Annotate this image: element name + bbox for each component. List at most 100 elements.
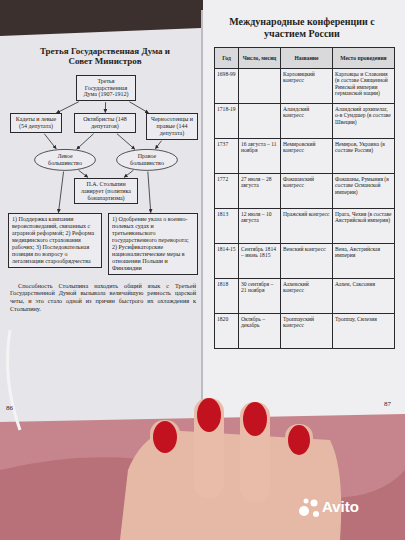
table-cell: 1818 — [215, 279, 239, 314]
cell-text: Аахенский конгресс — [283, 281, 309, 293]
table-cell: 12 июля – 10 августа — [239, 209, 281, 244]
node-text: 1) Одобрение указа о военно-полевых суда… — [112, 216, 194, 271]
cell-text: 1737 — [217, 141, 228, 147]
table-cell: Место проведения — [333, 48, 395, 69]
table-heading: Международные конференции с участием Рос… — [222, 16, 382, 39]
cell-text: Сентябрь 1814 – июнь 1815 — [241, 246, 276, 258]
party-box: Кадеты и левые (54 депутата) — [10, 113, 62, 133]
table-cell: Немиров, Украина (в составе России) — [333, 139, 395, 174]
party-box: Черносотенцы и правые (144 депутата) — [146, 113, 198, 140]
table-row: 1737 16 августа – 11 ноября Немировский ко… — [215, 139, 395, 174]
table-cell: Венский конгресс — [281, 244, 333, 279]
table-cell: Карловицкий конгресс — [281, 69, 333, 104]
table-cell: Сентябрь 1814 – июнь 1815 — [239, 244, 281, 279]
table-cell: Вена, Австрийская империя — [333, 244, 395, 279]
table-cell: Аландский конгресс — [281, 104, 333, 139]
logo-dot — [311, 500, 318, 507]
table-cell: Год — [215, 48, 239, 69]
cell-text: 1772 — [217, 176, 228, 182]
table-cell — [239, 69, 281, 104]
cell-text: 1698-99 — [217, 71, 236, 77]
cell-text: Октябрь – декабрь — [241, 316, 265, 328]
table-cell: Аландский архипелаг, о-в Сундшер (в сост… — [333, 104, 395, 139]
table-cell: Октябрь – декабрь — [239, 314, 281, 349]
cell-text: 1820 — [217, 316, 228, 322]
page-number-text: 87 — [384, 400, 391, 408]
node-text: Октябристы (148 депутатов) — [78, 116, 132, 130]
table-cell: Аахен, Саксония — [333, 279, 395, 314]
logo-dot — [299, 506, 309, 516]
node-text: Черносотенцы и правые (144 депутата) — [150, 116, 194, 137]
cell-text: Карловцы и Славония (в составе Священной… — [335, 71, 388, 96]
table-cell: Троппауский конгресс — [281, 314, 333, 349]
arrow-connector — [124, 170, 133, 177]
node-text: П.А. Столыпин лавирует (политика бонапар… — [78, 181, 134, 202]
table-grid: Год Число, месяц Название Место проведения 1… — [214, 47, 395, 349]
cell-text: Аахен, Саксония — [335, 281, 375, 287]
arrow-connector — [44, 134, 56, 149]
finger — [285, 424, 313, 514]
table-cell: Аахенский конгресс — [281, 279, 333, 314]
table-cell: Немировский конгресс — [281, 139, 333, 174]
table-cell: 1772 — [215, 174, 239, 209]
table-cell: Карловцы и Славония (в составе Священной… — [333, 69, 395, 104]
duma-box: Третья Государственная Дума (1907-1912) — [76, 75, 136, 102]
cell-text: Немировский конгресс — [283, 141, 315, 153]
page-number: 87 — [384, 400, 391, 408]
cell-text: 16 августа – 11 ноября — [241, 141, 277, 153]
cell-text: 1818 — [217, 281, 228, 287]
column-header: Число, месяц — [243, 55, 277, 61]
arrow-connector — [117, 134, 135, 150]
finger — [194, 398, 224, 498]
cell-text: Троппау, Силезия — [335, 316, 377, 322]
finger — [150, 420, 180, 510]
table-cell: 1698-99 — [215, 69, 239, 104]
column-header: Название — [294, 55, 318, 61]
node-text: Левое большинство — [41, 153, 89, 167]
arrow-connector — [129, 102, 148, 113]
conference-table: Год Число, месяц Название Место проведения 1… — [214, 47, 395, 349]
stolypin-box: П.А. Столыпин лавирует (политика бонапар… — [74, 178, 138, 205]
table-cell: 1813 — [215, 209, 239, 244]
cell-text: 1814-15 — [217, 246, 236, 252]
arrow-connector — [155, 141, 161, 149]
cell-text: Троппауский конгресс — [283, 316, 314, 328]
table-cell: 27 июля – 28 августа — [239, 174, 281, 209]
nail — [153, 421, 177, 453]
table-cell: 30 сентября – 21 ноября — [239, 279, 281, 314]
table-cell: 1820 — [215, 314, 239, 349]
cell-text: Фокшанский конгресс — [283, 176, 314, 188]
paragraph-text: Способность Столыпина находить общий язы… — [10, 282, 196, 312]
avito-logo — [299, 499, 319, 518]
body-paragraph: Способность Столыпина находить общий язы… — [10, 282, 196, 313]
hand — [120, 398, 341, 540]
majority-ellipse: Левое большинство — [34, 149, 96, 171]
cell-text: 12 июля – 10 августа — [241, 211, 272, 223]
left-page — [0, 28, 201, 422]
table-row: 1814-15 Сентябрь 1814 – июнь 1815 Венский … — [215, 244, 395, 279]
cell-text: 27 июля – 28 августа — [241, 176, 272, 188]
table-cell: 16 августа – 11 ноября — [239, 139, 281, 174]
table-cell: Фокшаны, Румыния (в составе Османской им… — [333, 174, 395, 209]
page-number-text: 86 — [6, 404, 13, 412]
nail — [243, 402, 267, 436]
table-cell: Число, месяц — [239, 48, 281, 69]
page-number: 86 — [6, 404, 13, 412]
node-text: 1) Поддержка кампании вероисповеданий, с… — [12, 216, 98, 264]
node-text: Третья Государственная Дума (1907-1912) — [80, 78, 132, 99]
table-cell: Прага, Чехия (в составе Австрийской импе… — [333, 209, 395, 244]
book-gutter — [201, 10, 203, 418]
table-cell — [239, 104, 281, 139]
cable — [8, 330, 20, 430]
watermark-text: Avito — [322, 498, 359, 515]
arrow-connector — [105, 102, 106, 112]
nail — [288, 425, 310, 455]
table-cell: Фокшанский конгресс — [281, 174, 333, 209]
page-heading: Третья Государственная Дума и Совет Мини… — [35, 46, 175, 67]
party-box: Октябристы (148 депутатов) — [74, 113, 136, 133]
arrow-connector — [148, 172, 151, 213]
policy-box: 1) Одобрение указа о военно-полевых суда… — [108, 213, 198, 274]
column-header: Место проведения — [340, 55, 386, 61]
logo-dot — [313, 511, 319, 517]
watermark: Avito — [322, 498, 359, 515]
